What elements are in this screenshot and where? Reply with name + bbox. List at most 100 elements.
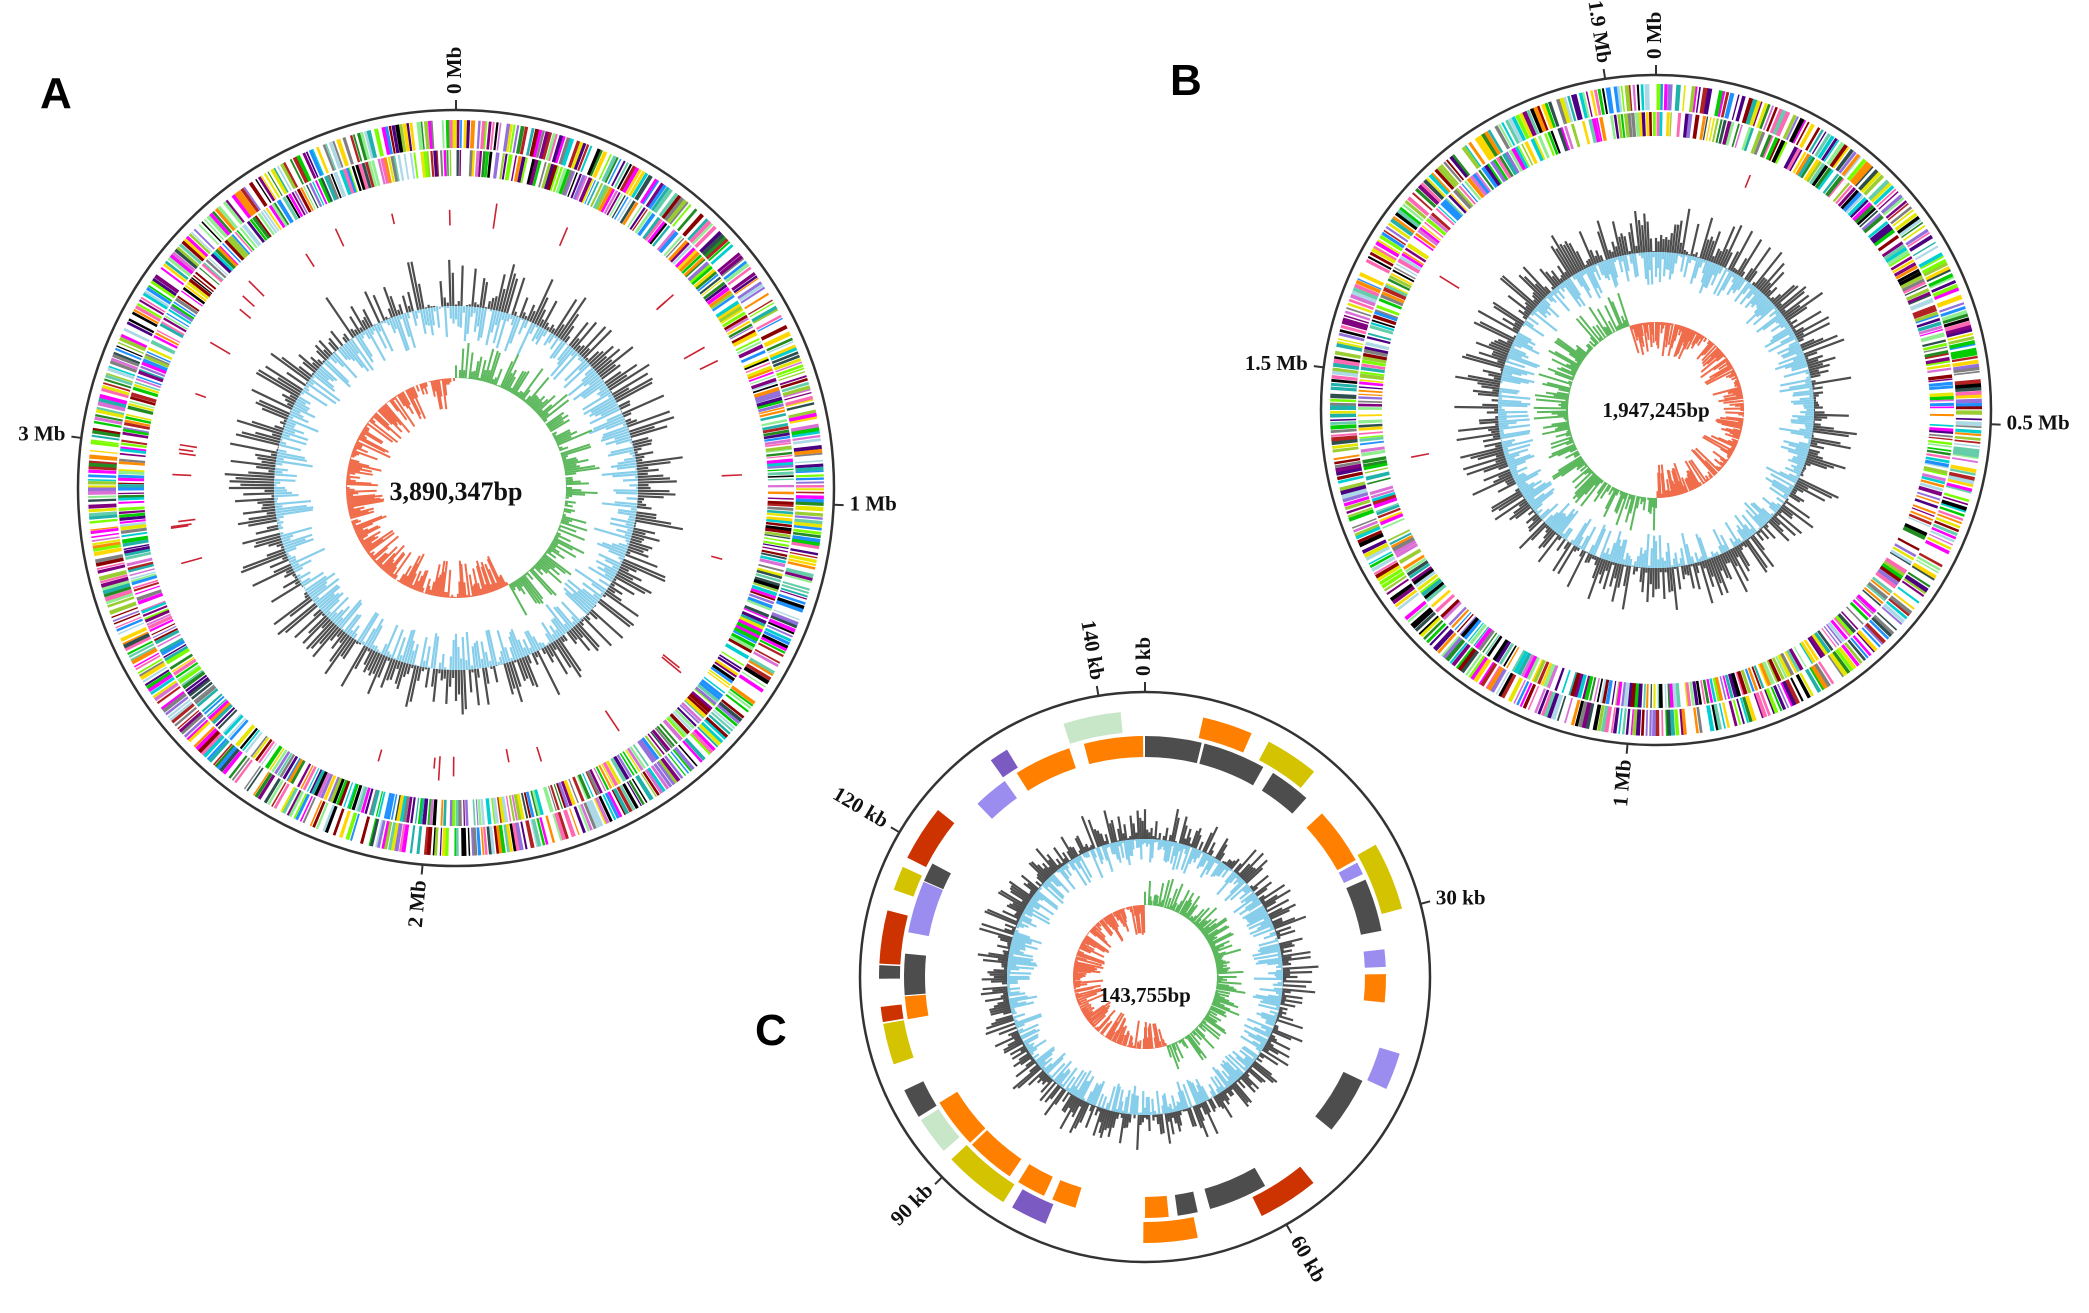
gc-content-bar — [1466, 460, 1507, 476]
gc-content-bar — [1198, 1103, 1202, 1109]
cog-gene-reverse — [282, 196, 299, 221]
gc-content-bar — [1492, 389, 1500, 393]
gc-skew-bar — [542, 554, 566, 575]
cog-gene-reverse — [294, 190, 309, 215]
gc-content-bar — [1128, 1114, 1132, 1123]
gc-skew-bar — [1547, 367, 1575, 380]
gc-skew-bar — [378, 408, 403, 433]
gc-content-bar — [635, 455, 645, 460]
gc-skew-bar — [1704, 460, 1718, 474]
gc-content-bar — [1266, 898, 1290, 913]
cog-gene-reverse — [331, 778, 345, 804]
gc-skew-bar — [1585, 344, 1593, 351]
cog-gene-reverse — [1825, 175, 1844, 197]
cog-gene-reverse — [750, 374, 775, 385]
gc-skew-bar — [506, 376, 516, 392]
cog-gene-reverse — [1593, 677, 1600, 702]
cog-gene-forward — [794, 448, 823, 456]
gc-content-bar — [1690, 223, 1700, 257]
rna-gene — [334, 228, 345, 247]
gc-content-bar — [1525, 305, 1534, 313]
gc-skew-bar — [1664, 322, 1670, 341]
cog-gene-reverse — [755, 393, 782, 404]
cog-gene-forward — [1355, 525, 1381, 540]
cog-gene-forward — [292, 156, 309, 184]
cog-gene-forward — [588, 799, 604, 827]
gc-deviation-bar — [1615, 256, 1619, 261]
cog-gene-forward — [432, 827, 436, 856]
cog-gene-forward — [160, 266, 185, 286]
cog-gene-forward — [1628, 85, 1633, 112]
gc-skew-bar — [1690, 459, 1708, 483]
cog-gene-reverse — [134, 585, 161, 595]
gc-skew-bar — [1717, 420, 1743, 428]
cog-gene-reverse — [552, 166, 564, 193]
cog-gene-forward — [373, 128, 384, 157]
gc-skew-bar — [473, 583, 478, 597]
cog-gene-reverse — [1929, 392, 1954, 398]
cog-gene-forward — [1832, 146, 1850, 169]
gc-deviation-bar — [588, 566, 613, 583]
cog-gene-forward — [267, 171, 283, 197]
gc-deviation-bar — [1514, 473, 1527, 482]
gc-content-bar — [536, 309, 547, 326]
cog-gene-forward — [1537, 689, 1550, 715]
gc-skew-bar — [518, 577, 538, 604]
cog-gene-forward — [557, 811, 569, 840]
cog-gene-reverse — [493, 152, 500, 179]
cog-gene-reverse — [155, 332, 180, 346]
cog-gene-forward — [625, 168, 642, 195]
gc-content-bar — [281, 393, 297, 403]
gc-skew-bar — [380, 552, 396, 570]
gc-deviation-bar — [274, 499, 312, 506]
gc-deviation-bar — [1188, 1080, 1201, 1105]
cog-gene-forward — [1663, 84, 1668, 111]
cog-gene-reverse — [1669, 112, 1672, 137]
gc-skew-bar — [1554, 340, 1584, 362]
cog-gene-reverse — [229, 235, 249, 257]
cog-gene-reverse — [1917, 491, 1941, 501]
gc-content-bar — [1275, 926, 1292, 934]
gc-content-bar — [1759, 528, 1770, 540]
gc-deviation-bar — [1227, 1053, 1247, 1072]
gc-content-bar — [1494, 339, 1512, 349]
gc-deviation-bar — [1601, 552, 1606, 560]
cog-gene-forward — [452, 120, 457, 149]
gc-deviation-bar — [1564, 528, 1574, 540]
gc-deviation-bar — [1133, 1095, 1138, 1115]
plasmid-gene-reverse — [1306, 813, 1356, 871]
gc-deviation-bar — [600, 592, 604, 596]
plasmid-gene-reverse — [1174, 1191, 1198, 1216]
gc-deviation-bar — [1667, 252, 1672, 271]
cog-gene-forward — [88, 465, 117, 471]
gc-deviation-bar — [476, 307, 482, 327]
plasmid-gene-reverse — [1018, 1164, 1053, 1196]
cog-gene-reverse — [767, 509, 794, 515]
cog-gene-reverse — [533, 789, 544, 816]
gc-deviation-bar — [1217, 864, 1228, 877]
cog-gene-reverse — [300, 187, 314, 212]
cog-gene-forward — [636, 176, 653, 201]
gc-content-bar — [1806, 455, 1846, 470]
gc-deviation-bar — [1269, 925, 1274, 929]
cog-gene-reverse — [1448, 606, 1467, 626]
gc-content-bar — [248, 471, 275, 476]
cog-gene-forward — [1882, 196, 1905, 216]
cog-gene-forward — [1363, 542, 1389, 558]
cog-gene-reverse — [1863, 215, 1884, 234]
gc-skew-bar — [486, 558, 502, 589]
cog-gene-reverse — [399, 795, 407, 822]
cog-gene-forward — [1335, 463, 1362, 473]
gc-skew-bar — [462, 370, 466, 379]
gc-skew-bar — [361, 535, 376, 546]
gc-skew-bar — [1715, 465, 1722, 471]
gc-deviation-bar — [1260, 1015, 1276, 1023]
cog-gene-reverse — [757, 567, 783, 577]
gc-skew-bar — [1673, 326, 1686, 358]
gc-deviation-bar — [1500, 378, 1521, 385]
gc-deviation-bar — [1764, 330, 1794, 348]
gc-skew-bar — [1600, 479, 1604, 484]
rna-gene — [172, 473, 192, 477]
gc-skew-bar — [372, 546, 389, 561]
gc-deviation-bar — [510, 628, 524, 658]
